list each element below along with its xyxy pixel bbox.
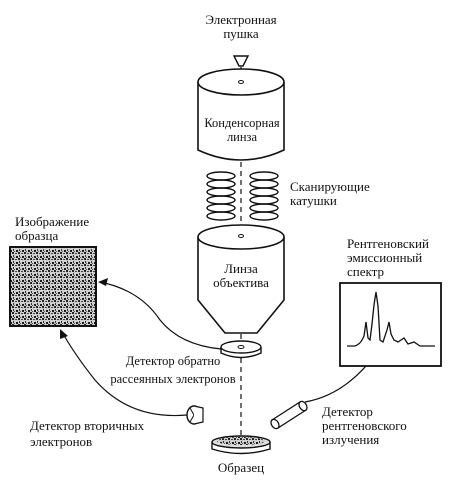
backscatter-detector bbox=[220, 340, 262, 359]
label-secondary-detector: Детектор вторичных электронов bbox=[30, 418, 145, 449]
label-electron-gun: Электронная пушка bbox=[205, 12, 277, 41]
label-objective-lens: Линза объектива bbox=[213, 261, 269, 290]
label-scan-coils: Сканирующие катушки bbox=[290, 179, 370, 208]
label-condenser-lens: Конденсорная линза bbox=[204, 116, 280, 144]
sample-stage bbox=[211, 435, 271, 455]
xray-spectrum bbox=[339, 282, 442, 367]
scan-coils bbox=[206, 171, 279, 221]
label-sample: Образец bbox=[217, 460, 265, 475]
signal-connectors bbox=[60, 278, 377, 417]
xray-detector bbox=[270, 400, 308, 430]
label-backscatter-detector: Детектор обратно рассеянных электронов bbox=[110, 354, 236, 386]
sample-image bbox=[9, 246, 97, 327]
condenser-lens bbox=[197, 68, 285, 161]
label-sample-image: Изображение образца bbox=[15, 214, 90, 243]
label-xray-detector: Детектор рентгеновского излучения bbox=[322, 404, 407, 447]
secondary-detector bbox=[186, 405, 204, 425]
objective-lens bbox=[197, 224, 285, 334]
label-xray-spectrum: Рентгеновский эмиссионный спектр bbox=[347, 236, 429, 279]
